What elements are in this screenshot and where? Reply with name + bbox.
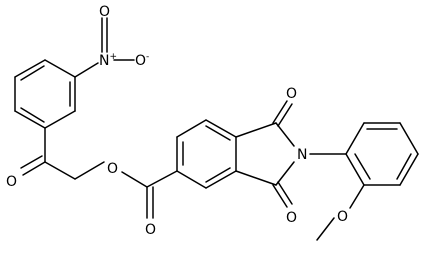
bond (354, 153, 371, 180)
bond (74, 62, 99, 78)
bond (176, 119, 207, 138)
bond (345, 122, 365, 155)
bond (20, 155, 43, 169)
methoxy-group (316, 184, 365, 241)
bond (205, 125, 231, 141)
bond (74, 161, 105, 180)
bond (345, 153, 365, 186)
bond (205, 167, 231, 183)
bond (14, 59, 46, 78)
atom-label-ester-o-carbonyl: O (145, 222, 156, 238)
nitrophenyl-ring (14, 59, 76, 129)
bond (396, 153, 412, 180)
bond (20, 65, 45, 81)
atom-label-ketone-o: O (6, 174, 17, 190)
bond (272, 100, 288, 124)
atom-labels: N+ O O- O O O O O N O (6, 4, 348, 238)
atom-label-imide-o-top: O (286, 86, 297, 102)
bond (399, 153, 419, 186)
bond (277, 181, 293, 205)
bond (349, 184, 365, 209)
bond (44, 59, 76, 78)
bond (235, 122, 277, 138)
bond (146, 170, 178, 188)
bond (399, 122, 419, 155)
bond (44, 110, 76, 129)
atom-label-nitro-o-top: O (99, 4, 110, 20)
bond (277, 103, 293, 127)
bond (121, 171, 148, 188)
atom-label-imide-o-bottom: O (286, 210, 297, 226)
atom-label-ester-o-link: O (107, 161, 118, 177)
atom-label-imide-n: N (297, 147, 307, 163)
imide-ring (235, 100, 295, 208)
bond (272, 184, 288, 208)
bond (14, 110, 46, 129)
bond (235, 170, 277, 186)
bond (275, 122, 295, 147)
bond (44, 161, 76, 180)
methoxyphenyl-ring (309, 122, 419, 186)
nitro-group (74, 17, 135, 78)
atom-label-methoxy-o: O (337, 209, 348, 225)
bond (22, 161, 46, 176)
bond (205, 170, 237, 189)
bond (176, 170, 207, 189)
bond (205, 119, 237, 138)
keto-ester-linker (20, 127, 154, 219)
bond (316, 217, 335, 241)
bond (20, 107, 45, 123)
bond (275, 161, 295, 186)
phthalimide-benzo-ring (146, 119, 237, 189)
atom-label-nitro-o-minus: O- (135, 52, 149, 69)
atom-label-nitro-n: N+ (99, 52, 117, 69)
